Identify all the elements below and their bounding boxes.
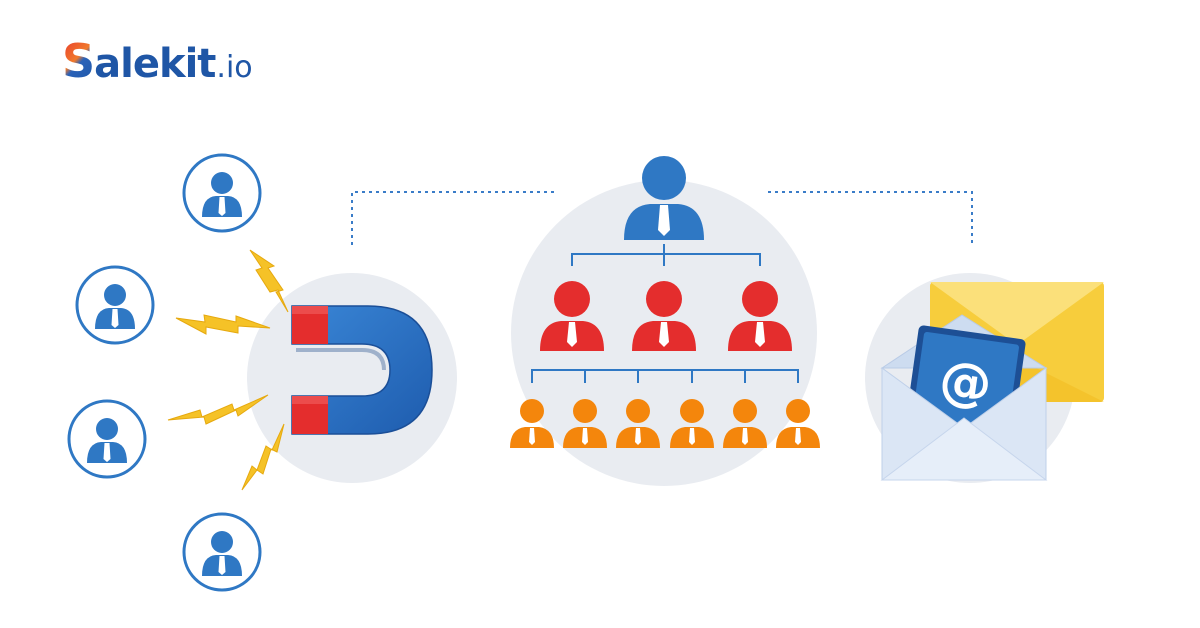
staff-person-icon bbox=[563, 399, 607, 448]
lightning-bolt-icons bbox=[167, 249, 289, 491]
at-sign-icon: @ bbox=[936, 350, 996, 417]
connector-magnet-to-org bbox=[351, 191, 555, 245]
team-lead-person-icon bbox=[632, 281, 696, 351]
connector-org-to-email bbox=[768, 191, 973, 245]
lightning-bolt-icon bbox=[241, 423, 285, 491]
lead-person-icon bbox=[182, 512, 262, 592]
logo-wordmark: alekit bbox=[94, 41, 216, 87]
team-lead-person-icon bbox=[728, 281, 792, 351]
staff-person-icon bbox=[510, 399, 554, 448]
staff-person-icon bbox=[670, 399, 714, 448]
logo-initial: S bbox=[62, 34, 95, 88]
lead-person-icon bbox=[182, 153, 262, 233]
lead-circles bbox=[67, 153, 262, 592]
org-chart bbox=[510, 156, 820, 448]
lightning-bolt-icon bbox=[249, 249, 289, 313]
brand-logo: S alekit .io bbox=[62, 38, 253, 84]
dotted-connectors bbox=[351, 191, 973, 245]
logo-suffix: .io bbox=[216, 50, 253, 85]
lightning-bolt-icon bbox=[175, 314, 271, 335]
staff-person-icon bbox=[616, 399, 660, 448]
staff-person-icon bbox=[723, 399, 767, 448]
staff-person-icon bbox=[776, 399, 820, 448]
lead-person-icon bbox=[75, 265, 155, 345]
lightning-bolt-icon bbox=[167, 394, 269, 425]
org-chart-lines bbox=[531, 244, 799, 383]
magnet-icon bbox=[291, 305, 433, 435]
open-envelope-icon: @ bbox=[880, 314, 1048, 481]
team-lead-person-icon bbox=[540, 281, 604, 351]
manager-person-icon bbox=[624, 156, 704, 240]
lead-person-icon bbox=[67, 399, 147, 479]
